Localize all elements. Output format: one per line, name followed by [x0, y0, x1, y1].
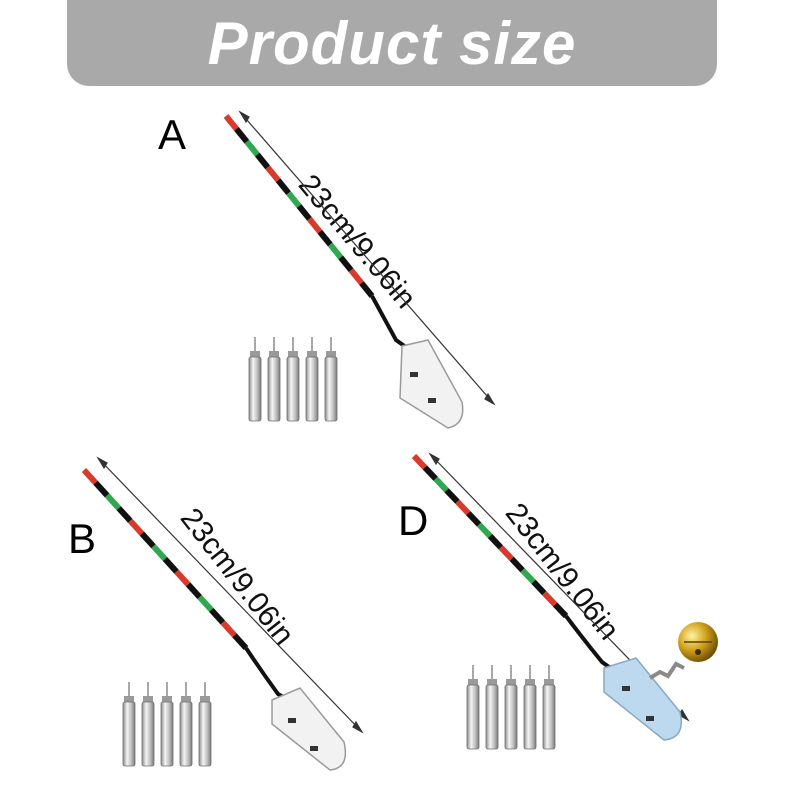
variant-letter-a: A: [158, 111, 187, 158]
battery-body: [141, 701, 155, 767]
battery-body: [160, 701, 174, 767]
rod-segment: [209, 607, 226, 625]
battery-set-b: [122, 682, 212, 767]
variant-letter-d: D: [398, 497, 429, 544]
rod-segment: [487, 533, 504, 550]
battery-body: [198, 701, 212, 767]
battery-body: [504, 684, 518, 750]
rod-segment: [359, 281, 375, 298]
battery-cap: [487, 679, 497, 685]
rod-segment: [197, 595, 214, 612]
battery-body: [324, 356, 338, 422]
battery-cap: [468, 679, 478, 685]
rod-segment: [162, 556, 179, 574]
battery-cap: [525, 679, 535, 685]
rod-segment: [509, 556, 525, 573]
rod-segment: [433, 476, 449, 493]
rod-segment: [116, 506, 133, 523]
battery-body: [542, 684, 556, 750]
rod-segment: [422, 465, 438, 481]
battery-cap: [307, 351, 317, 357]
battery-body: [305, 356, 319, 422]
rod-segment: [338, 255, 354, 273]
float-rod-d: [411, 453, 618, 674]
battery-cap: [326, 351, 336, 357]
rod-segment: [498, 545, 514, 561]
rod-segment: [327, 242, 344, 260]
rod-segment: [81, 467, 98, 485]
rod-segment: [411, 453, 428, 470]
battery-body: [248, 356, 262, 422]
rod-segment: [296, 204, 312, 221]
battery-cap: [200, 696, 210, 702]
rod-segment: [185, 582, 202, 600]
rod-segment: [348, 268, 364, 286]
battery-cap: [181, 696, 191, 702]
rod-segment: [531, 579, 547, 596]
battery-set-a: [248, 337, 338, 422]
battery-body: [485, 684, 499, 750]
battery-cap: [544, 679, 554, 685]
rod-segment: [223, 114, 239, 131]
float-rod-a: [223, 114, 412, 352]
battery-body: [122, 701, 136, 767]
rod-segment: [265, 165, 281, 183]
clip-b: [271, 687, 347, 771]
dimension-arrow-a: [238, 110, 496, 406]
rod-segment: [151, 544, 168, 562]
rod-segment: [552, 602, 569, 619]
float-rod-b: [81, 467, 293, 704]
rod-segment: [476, 522, 493, 539]
page-title: Product size: [207, 9, 577, 77]
rod-segment: [104, 493, 121, 511]
battery-body: [523, 684, 537, 750]
rod-segment: [542, 591, 558, 607]
rod-segment: [128, 518, 145, 536]
rod-segment: [244, 139, 260, 157]
battery-cap: [143, 696, 153, 702]
rod-segment: [139, 531, 156, 549]
rod-segment: [286, 191, 302, 208]
dimension-arrow-b: [96, 456, 364, 734]
battery-cap: [250, 351, 260, 357]
rod-segment: [317, 229, 333, 247]
battery-cap: [162, 696, 172, 702]
rod-segment: [234, 126, 250, 144]
rod-segment: [232, 633, 249, 651]
clip-a: [399, 339, 464, 429]
battery-set-d: [466, 665, 556, 750]
battery-body: [286, 356, 300, 422]
rod-segment: [275, 178, 291, 196]
battery-cap: [124, 696, 134, 702]
battery-body: [179, 701, 193, 767]
battery-cap: [506, 679, 516, 685]
rod-segment: [174, 569, 191, 587]
variant-letter-b: B: [68, 515, 97, 562]
rod-segment: [520, 568, 536, 584]
bell-icon: [648, 622, 718, 680]
rod-segment: [220, 620, 237, 638]
battery-cap: [269, 351, 279, 357]
battery-cap: [288, 351, 298, 357]
rod-segment: [466, 511, 482, 527]
header-banner: Product size: [67, 0, 717, 86]
rod-segment: [444, 488, 460, 504]
rod-segment: [455, 499, 471, 516]
clip-d: [603, 657, 682, 741]
battery-body: [267, 356, 281, 422]
battery-body: [466, 684, 480, 750]
rod-segment: [254, 152, 271, 170]
rod-segment: [307, 216, 323, 234]
rod-segment: [93, 480, 110, 498]
